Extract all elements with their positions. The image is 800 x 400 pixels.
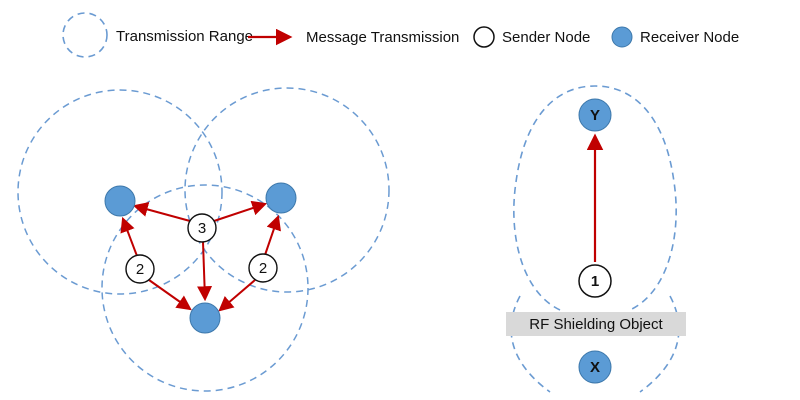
range-circle-bottom [101,184,309,392]
legend-sender-node-label: Sender Node [502,29,590,46]
arrow-3-to-bottom-node [197,241,213,302]
legend-message-transmission-label: Message Transmission [306,29,459,46]
counter-circle-center [187,213,217,243]
legend-receiver-node-label: Receiver Node [640,29,739,46]
legend-transmission-range-label: Transmission Range [116,28,253,45]
arrow-2r-to-right-node [264,214,281,256]
counter-label-left: 2 [136,261,144,278]
shielded-range-main-lobe [513,85,677,311]
receiver-node-bottom [189,302,221,334]
arrow-2r-to-bottom-node [218,279,256,312]
receiver-node-right [265,182,297,214]
legend-sender-node-icon [473,26,495,48]
node-x-label: X [590,359,600,376]
rf-shielding-object-label: RF Shielding Object [529,316,663,333]
arrow-2l-to-bottom-node [148,279,192,311]
arrow-3-to-right-node [213,200,268,222]
arrow-3-to-left-node [132,202,191,222]
counter-circle-left [125,254,155,284]
node-1-label: 1 [591,273,599,290]
node-y-label: Y [590,107,600,124]
node-x [578,350,612,384]
node-1 [578,264,612,298]
arrow-2l-to-left-node [120,216,138,257]
counter-label-right: 2 [259,260,267,277]
legend-receiver-node-icon [611,26,633,48]
receiver-node-left [104,185,136,217]
counter-circle-right [248,253,278,283]
range-circle-right [184,87,390,293]
shielded-range-left-wing [510,295,551,393]
counter-label-center: 3 [198,220,206,237]
rf-shielding-object [506,312,686,336]
range-circle-left [17,89,223,295]
shielded-range-right-wing [639,295,680,393]
node-y [578,98,612,132]
legend-transmission-range-icon [62,12,108,58]
